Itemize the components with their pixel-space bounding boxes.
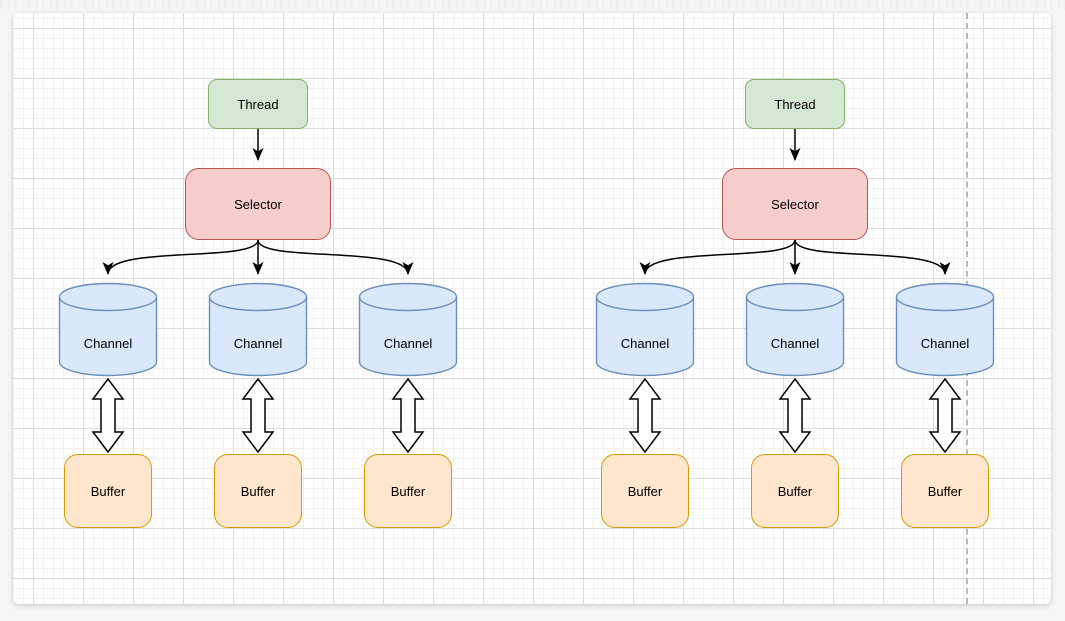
cylinder-shape	[895, 282, 995, 377]
node-channel-label: Channel	[233, 336, 283, 351]
edge-selector-to-channel[interactable]	[794, 239, 951, 275]
node-thread-label: Thread	[237, 96, 279, 112]
node-buffer[interactable]: Buffer	[601, 454, 689, 528]
node-channel-label: Channel	[83, 336, 133, 351]
node-buffer[interactable]: Buffer	[901, 454, 989, 528]
node-thread[interactable]: Thread	[208, 79, 308, 129]
node-channel[interactable]: Channel	[745, 282, 845, 377]
drawio-canvas-page: Thread Selector Channel Channel Channel …	[13, 13, 1051, 604]
node-channel[interactable]: Channel	[358, 282, 458, 377]
top-edge-artifact	[0, 0, 1065, 9]
double-arrow-channel-buffer[interactable]	[91, 377, 125, 454]
node-channel[interactable]: Channel	[58, 282, 158, 377]
node-channel-label: Channel	[383, 336, 433, 351]
node-buffer-label: Buffer	[777, 483, 813, 499]
node-buffer[interactable]: Buffer	[214, 454, 302, 528]
edge-selector-to-channel[interactable]	[102, 239, 259, 275]
cylinder-shape	[58, 282, 158, 377]
node-channel-label: Channel	[920, 336, 970, 351]
node-thread-label: Thread	[774, 96, 816, 112]
node-selector[interactable]: Selector	[722, 168, 868, 240]
node-channel[interactable]: Channel	[208, 282, 308, 377]
edge-selector-to-channel[interactable]	[257, 239, 414, 275]
node-thread[interactable]: Thread	[745, 79, 845, 129]
node-buffer-label: Buffer	[390, 483, 426, 499]
node-selector[interactable]: Selector	[185, 168, 331, 240]
cylinder-shape	[358, 282, 458, 377]
cylinder-shape	[208, 282, 308, 377]
edge-selector-to-channel[interactable]	[639, 239, 796, 275]
node-buffer[interactable]: Buffer	[64, 454, 152, 528]
node-selector-label: Selector	[234, 196, 282, 212]
cylinder-shape	[595, 282, 695, 377]
node-buffer-label: Buffer	[627, 483, 663, 499]
node-channel-label: Channel	[770, 336, 820, 351]
double-arrow-channel-buffer[interactable]	[391, 377, 425, 454]
node-channel-label: Channel	[620, 336, 670, 351]
node-buffer-label: Buffer	[927, 483, 963, 499]
node-buffer[interactable]: Buffer	[364, 454, 452, 528]
node-selector-label: Selector	[771, 196, 819, 212]
node-buffer-label: Buffer	[240, 483, 276, 499]
node-channel[interactable]: Channel	[595, 282, 695, 377]
node-channel[interactable]: Channel	[895, 282, 995, 377]
cylinder-shape	[745, 282, 845, 377]
node-buffer[interactable]: Buffer	[751, 454, 839, 528]
double-arrow-channel-buffer[interactable]	[778, 377, 812, 454]
double-arrow-channel-buffer[interactable]	[628, 377, 662, 454]
node-buffer-label: Buffer	[90, 483, 126, 499]
double-arrow-channel-buffer[interactable]	[241, 377, 275, 454]
double-arrow-channel-buffer[interactable]	[928, 377, 962, 454]
